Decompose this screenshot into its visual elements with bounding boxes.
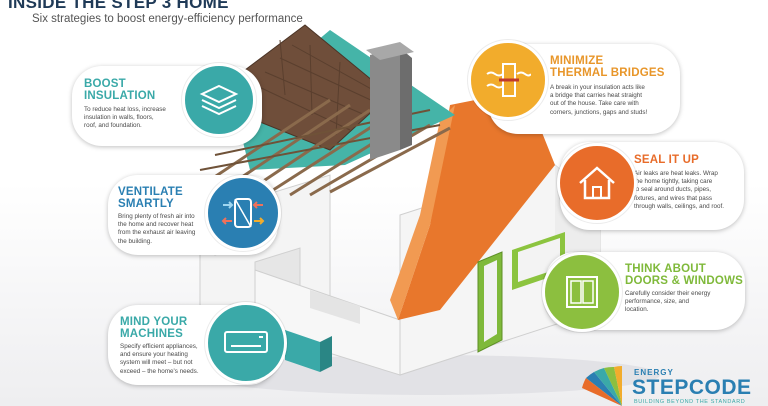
logo-tagline: BUILDING BEYOND THE STANDARD [634,399,746,405]
insulation-layers-icon [199,84,239,116]
window-icon [566,276,598,308]
thermal-title-2: THERMAL BRIDGES [550,67,665,79]
ventilation-unit-side [320,336,332,372]
thermal-title-1: MINIMIZE [550,55,604,67]
green-door-inset [484,260,497,342]
foundation-step [310,290,360,324]
boost-title-2: INSULATION [84,90,156,102]
ventilate-title-1: VENTILATE [118,186,183,198]
doors-title-1: THINK ABOUT [625,263,706,275]
heat-recovery-ventilator-icon [221,198,265,228]
doors-title-2: DOORS & WINDOWS [625,275,743,287]
air-barrier-layer [398,90,555,320]
chimney-side [400,48,412,150]
energy-stepcode-logo: ENERGY STEPCODE BUILDING BEYOND THE STAN… [582,366,762,406]
thermal-bridge-icon [486,63,531,97]
boost-insulation-badge [182,63,256,137]
chimney [370,48,400,160]
chimney-cap [366,42,414,60]
ventilation-unit [285,330,320,372]
page-title: INSIDE THE STEP 3 HOME [8,0,229,12]
machines-title-2: MACHINES [120,328,183,340]
air-barrier-edge [390,105,455,320]
logo-line1: ENERGY [634,368,674,377]
ventilate-title-2: SMARTLY [118,198,174,210]
stepcode-fan-icon [582,366,622,406]
seal-it-up-badge [557,143,637,223]
ventilate-smartly-badge [205,175,281,251]
boost-title-1: BOOST [84,78,126,90]
machines-title-1: MIND YOUR [120,316,188,328]
mind-machines-badge [205,302,287,384]
seal-title: SEAL IT UP [634,154,700,166]
page-subtitle: Six strategies to boost energy-efficienc… [32,13,303,25]
house-outline-icon [579,166,615,200]
machines-body: Specify efficient appliances,and ensure … [120,343,199,375]
roof-rafters [209,98,451,197]
thermal-bridges-badge [468,40,548,120]
shingle-lines [254,39,383,136]
logo-line2: STEPCODE [632,376,752,399]
doors-windows-badge [542,252,622,332]
heating-unit-icon [224,331,268,353]
